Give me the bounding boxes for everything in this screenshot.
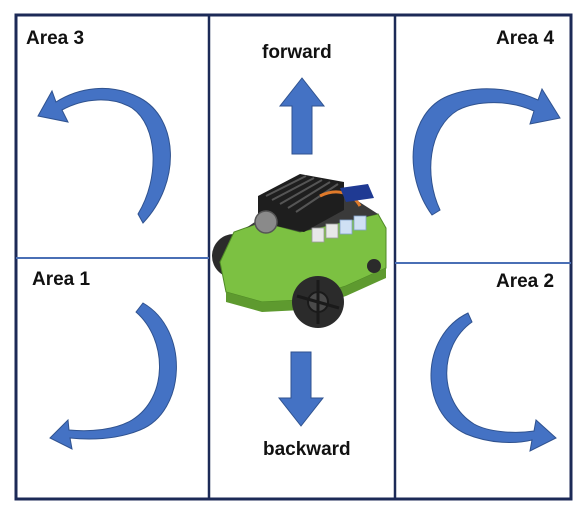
forward-label: forward <box>262 42 332 63</box>
area1-rotate-arrow-icon <box>49 302 177 450</box>
area4-label: Area 4 <box>496 28 555 49</box>
area1-label: Area 1 <box>32 269 91 290</box>
down-arrow-icon <box>277 351 325 427</box>
robot-fan <box>254 210 278 234</box>
area4-rotate-arrow-icon <box>412 87 561 216</box>
robot-screen <box>340 184 374 202</box>
robot-car-icon <box>212 174 387 328</box>
robot-heatsink <box>258 174 344 232</box>
up-arrow-icon <box>278 77 326 155</box>
robot-ports <box>311 215 367 243</box>
area3-label: Area 3 <box>26 28 85 49</box>
area3-rotate-arrow-icon <box>37 87 171 224</box>
area2-label: Area 2 <box>496 271 555 292</box>
backward-label: backward <box>263 439 351 460</box>
area2-rotate-arrow-icon <box>430 312 557 452</box>
